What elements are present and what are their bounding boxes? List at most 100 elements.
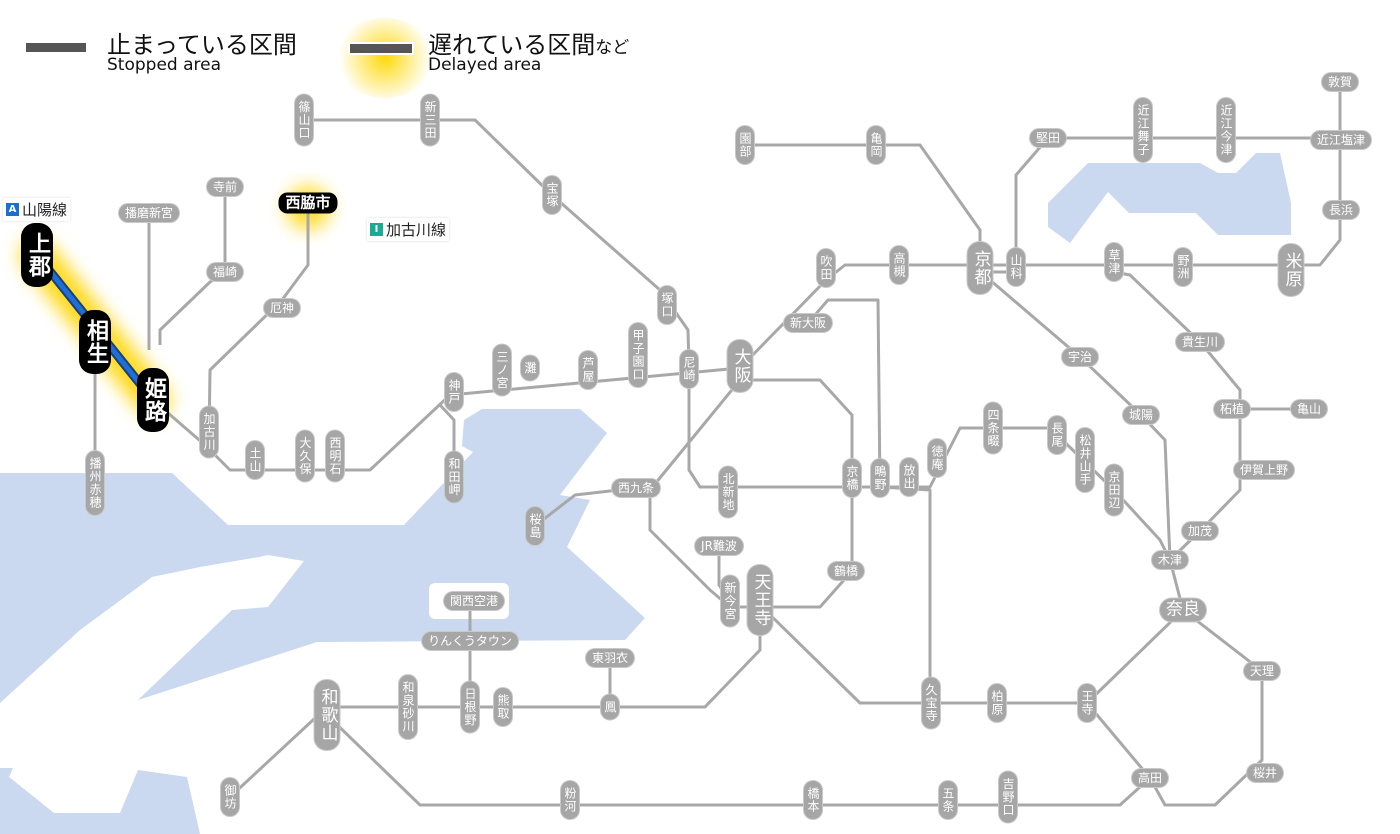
station-label[interactable]: 京都 xyxy=(967,242,993,294)
line-osaka-higashi xyxy=(806,298,932,703)
station-label[interactable]: 京田辺 xyxy=(1105,464,1123,516)
station-label[interactable]: 大阪 xyxy=(727,340,753,392)
station-label[interactable]: 寺前 xyxy=(206,178,244,196)
line-sakurai xyxy=(1085,608,1264,807)
station-label[interactable]: 桜井 xyxy=(1246,764,1284,782)
station-label[interactable]: 桜島 xyxy=(526,507,544,545)
station-label[interactable]: 徳庵 xyxy=(928,439,946,477)
station-label[interactable]: 甲子園口 xyxy=(629,323,647,387)
station-label[interactable]: 五条 xyxy=(939,781,957,819)
station-label[interactable]: 西明石 xyxy=(326,430,344,482)
station-label[interactable]: 橋本 xyxy=(804,781,822,819)
station-label[interactable]: 堅田 xyxy=(1029,129,1067,147)
station-label[interactable]: 柘植 xyxy=(1213,400,1251,418)
station-label[interactable]: 野洲 xyxy=(1174,248,1192,286)
station-label[interactable]: 吉野口 xyxy=(999,771,1017,823)
station-label[interactable]: 鶴橋 xyxy=(827,562,865,580)
station-label[interactable]: 熊取 xyxy=(494,688,512,726)
route-label-sanyo[interactable]: A 山陽線 xyxy=(3,198,71,221)
station-delayed[interactable]: 姫路 xyxy=(137,368,169,432)
station-delayed[interactable]: 西脇市 xyxy=(278,192,338,214)
osaka-bay xyxy=(0,409,645,834)
station-label[interactable]: 柏原 xyxy=(988,684,1006,722)
station-label[interactable]: 加茂 xyxy=(1181,522,1219,540)
route-label-kakogawa[interactable]: I 加古川線 xyxy=(367,218,450,241)
station-label[interactable]: 加古川 xyxy=(200,406,218,458)
station-label[interactable]: 土山 xyxy=(246,441,264,479)
station-label[interactable]: 厄神 xyxy=(263,299,301,317)
station-label[interactable]: 鳳 xyxy=(601,694,619,720)
station-delayed[interactable]: 上郡 xyxy=(21,223,53,287)
legend-delayed-label-en: Delayed area xyxy=(428,55,542,75)
station-label[interactable]: 高槻 xyxy=(890,246,908,284)
line-wakayama xyxy=(325,713,1152,807)
station-label[interactable]: りんくうタウン xyxy=(422,632,518,650)
station-label[interactable]: 宝塚 xyxy=(543,176,561,214)
station-label[interactable]: 城陽 xyxy=(1122,406,1160,424)
station-label[interactable]: 米原 xyxy=(1278,244,1304,296)
station-label[interactable]: 和田岬 xyxy=(445,451,463,503)
station-label[interactable]: 芦屋 xyxy=(579,351,597,389)
station-label[interactable]: 王寺 xyxy=(1078,684,1096,722)
station-label[interactable]: 天王寺 xyxy=(747,565,773,635)
station-label[interactable]: 塚口 xyxy=(658,286,676,324)
station-label[interactable]: 奈良 xyxy=(1160,598,1206,622)
station-label[interactable]: 久宝寺 xyxy=(922,677,940,729)
station-label[interactable]: 四条畷 xyxy=(984,402,1002,454)
station-label[interactable]: 新今宮 xyxy=(721,575,739,627)
station-delayed[interactable]: 相生 xyxy=(79,310,111,374)
station-label[interactable]: 園部 xyxy=(736,126,754,164)
route-badge: A xyxy=(6,203,19,216)
station-label[interactable]: 新三田 xyxy=(421,94,439,146)
station-label[interactable]: 和歌山 xyxy=(314,680,340,750)
station-label[interactable]: 西九条 xyxy=(611,479,661,497)
legend-delayed-glow xyxy=(335,18,435,98)
station-label[interactable]: 和泉砂川 xyxy=(399,675,417,739)
station-label[interactable]: 鴫野 xyxy=(871,459,889,497)
station-label[interactable]: 近江塩津 xyxy=(1310,131,1372,149)
legend-delayed-label: 遅れている区間など xyxy=(428,25,629,60)
station-label[interactable]: 東羽衣 xyxy=(585,649,635,667)
station-label[interactable]: 放出 xyxy=(900,458,918,496)
station-label[interactable]: 関西空港 xyxy=(443,592,505,610)
station-label[interactable]: 長浜 xyxy=(1322,201,1360,219)
station-label[interactable]: 播磨新宮 xyxy=(118,204,180,222)
station-label[interactable]: 松井山手 xyxy=(1076,428,1094,492)
station-label[interactable]: 神戸 xyxy=(445,373,463,411)
station-label[interactable]: 高田 xyxy=(1131,769,1169,787)
station-label[interactable]: 大久保 xyxy=(296,430,314,482)
station-label[interactable]: 草津 xyxy=(1105,243,1123,281)
station-label[interactable]: 三ノ宮 xyxy=(493,344,511,396)
station-label[interactable]: 近江舞子 xyxy=(1134,98,1152,162)
station-label[interactable]: 敦賀 xyxy=(1321,73,1359,91)
station-label[interactable]: 粉河 xyxy=(561,781,579,819)
station-label[interactable]: 日根野 xyxy=(461,681,479,733)
station-label[interactable]: 灘 xyxy=(521,355,539,381)
station-label[interactable]: 木津 xyxy=(1151,551,1189,569)
legend-stopped-label: 止まっている区間 xyxy=(107,31,297,59)
legend-delayed-suffix: など xyxy=(595,38,630,58)
station-label[interactable]: 長尾 xyxy=(1048,416,1066,454)
station-label[interactable]: 近江今津 xyxy=(1217,98,1235,162)
station-label[interactable]: 亀岡 xyxy=(867,126,885,164)
station-label[interactable]: JR難波 xyxy=(695,537,743,555)
line-osaka-loop xyxy=(648,378,854,609)
route-name: 山陽線 xyxy=(22,201,68,219)
station-label[interactable]: 北新地 xyxy=(719,466,737,518)
station-label[interactable]: 宇治 xyxy=(1061,348,1099,366)
station-label[interactable]: 京橋 xyxy=(843,459,861,497)
station-label[interactable]: 篠山口 xyxy=(295,94,313,146)
station-label[interactable]: 天理 xyxy=(1243,662,1281,680)
station-label[interactable]: 尼崎 xyxy=(680,350,698,388)
station-label[interactable]: 伊賀上野 xyxy=(1233,461,1295,479)
station-label[interactable]: 亀山 xyxy=(1290,400,1328,418)
station-label[interactable]: 吹田 xyxy=(817,249,835,287)
water xyxy=(0,153,1291,834)
station-label[interactable]: 播州赤穂 xyxy=(86,451,104,515)
station-label[interactable]: 御坊 xyxy=(221,778,239,816)
station-label[interactable]: 山科 xyxy=(1007,248,1025,286)
line-hanwa xyxy=(228,605,762,799)
station-label[interactable]: 福崎 xyxy=(206,263,244,281)
station-label[interactable]: 貴生川 xyxy=(1175,333,1225,351)
station-label[interactable]: 新大阪 xyxy=(783,314,833,332)
